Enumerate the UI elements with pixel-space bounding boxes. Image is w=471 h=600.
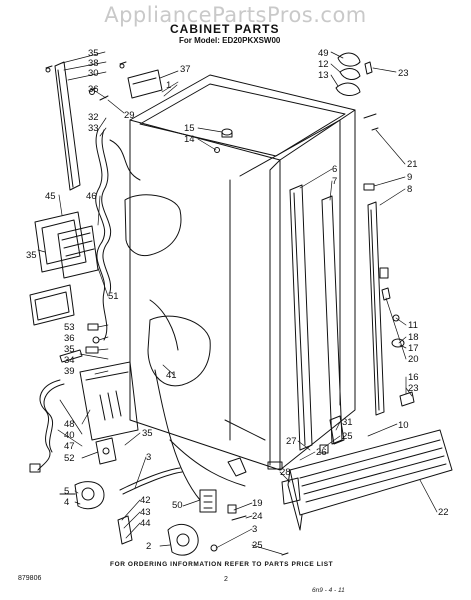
page-title: CABINET PARTS	[170, 22, 280, 36]
toe-grille	[287, 429, 453, 531]
document-number: 879806	[18, 575, 42, 582]
shelf-supports	[214, 128, 233, 153]
callout: 44	[140, 518, 151, 529]
callout: 51	[108, 291, 119, 302]
callout: 16	[408, 372, 419, 383]
top-hinge-parts	[335, 52, 377, 119]
callout: 18	[408, 332, 419, 343]
right-side-hardware	[363, 127, 415, 407]
callout: 39	[64, 366, 75, 377]
terminal-cover	[79, 361, 139, 441]
handwritten-note: 6n9 - 4 - 11	[312, 587, 345, 594]
callout: 49	[318, 48, 329, 59]
callout: 3	[146, 452, 151, 463]
left-trim-strip	[54, 61, 81, 191]
callout: 47	[64, 441, 75, 452]
top-hinge-cover	[127, 69, 163, 99]
grille-brackets	[267, 415, 345, 505]
callout: 40	[64, 430, 75, 441]
callout: 46	[86, 191, 97, 202]
callout: 42	[140, 495, 151, 506]
bottom-fasteners	[210, 457, 289, 556]
callout: 21	[407, 159, 418, 170]
callout: 25	[252, 540, 263, 551]
ordering-note: FOR ORDERING INFORMATION REFER TO PARTS …	[110, 561, 334, 568]
power-cord	[29, 379, 65, 473]
mounting-plate	[29, 284, 75, 326]
callout: 23	[408, 383, 419, 394]
callout: 19	[252, 498, 263, 509]
callout: 27	[286, 436, 297, 447]
callout: 34	[64, 355, 75, 366]
right-trim-strip	[367, 201, 385, 416]
drain-tube	[119, 467, 183, 495]
callout: 48	[64, 419, 75, 430]
callout: 6	[332, 164, 337, 175]
callout: 35	[88, 48, 99, 59]
callout: 5	[64, 486, 69, 497]
callout: 9	[407, 172, 412, 183]
callout: 53	[64, 322, 75, 333]
callout: 50	[172, 500, 183, 511]
callout: 31	[342, 417, 353, 428]
callout: 41	[166, 370, 177, 381]
relay-box	[95, 437, 117, 465]
callout: 14	[184, 134, 195, 145]
leveling-leg	[59, 481, 105, 510]
callout: 52	[64, 453, 75, 464]
watermark: AppliancePartsPros.com	[104, 3, 367, 27]
callout: 20	[408, 354, 419, 365]
callout: 33	[88, 123, 99, 134]
callout: 35	[142, 428, 153, 439]
callout: 30	[88, 68, 99, 79]
callout: 17	[408, 343, 419, 354]
page-number: 2	[224, 576, 228, 583]
callout: 25	[342, 431, 353, 442]
callout: 1	[166, 80, 171, 91]
damper-block	[199, 489, 217, 513]
model-label: For Model: ED20PKXSW00	[179, 36, 281, 45]
callout: 11	[408, 320, 418, 331]
wiring-harness	[95, 129, 141, 341]
callout: 10	[398, 420, 409, 431]
callout: 35	[64, 344, 75, 355]
callout: 29	[124, 110, 135, 121]
callout: 22	[438, 507, 449, 518]
callout: 28	[280, 467, 291, 478]
control-housing	[34, 211, 99, 279]
callout: 45	[45, 191, 56, 202]
callout: 13	[318, 70, 329, 81]
callout: 26	[316, 447, 327, 458]
leader-lines	[37, 51, 438, 555]
callout: 32	[88, 112, 99, 123]
callout: 37	[180, 64, 191, 75]
callout: 23	[398, 68, 409, 79]
callout: 3	[252, 524, 257, 535]
callout: 12	[318, 59, 329, 70]
mullion-strips	[289, 184, 343, 451]
callout-numbers: 35 38 30 37 36 32 33 29 15 14 49 12 13 2…	[26, 48, 449, 552]
callout: 43	[140, 507, 151, 518]
small-screws	[45, 61, 127, 101]
callout: 24	[252, 511, 263, 522]
callout: 4	[64, 497, 69, 508]
callout: 38	[88, 58, 99, 69]
callout: 15	[184, 123, 195, 134]
callout: 36	[64, 333, 75, 344]
callout: 8	[407, 184, 412, 195]
callout: 7	[332, 176, 337, 187]
callout: 36	[88, 84, 99, 95]
callout: 35	[26, 250, 37, 261]
cabinet-shell	[124, 74, 356, 501]
callout: 2	[146, 541, 151, 552]
